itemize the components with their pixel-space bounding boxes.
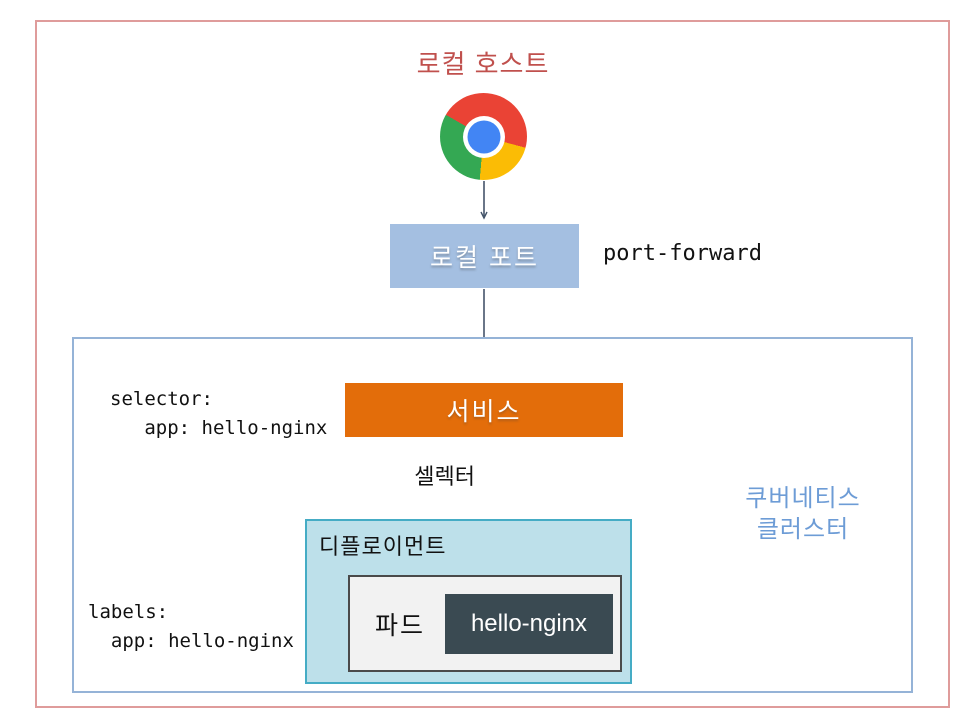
port-forward-label: port-forward <box>603 241 762 266</box>
chrome-icon-core <box>467 120 500 153</box>
pod-label: 파드 <box>375 611 426 640</box>
container-box: hello-nginx <box>445 594 613 654</box>
pod-box: 파드 hello-nginx <box>348 575 622 672</box>
selector-arrow-label: 셀렉터 <box>414 464 475 489</box>
service-box: 서비스 <box>345 383 623 437</box>
deployment-label: 디플로이먼트 <box>319 534 447 559</box>
kubernetes-cluster-label: 쿠버네티스 클러스터 <box>745 485 861 543</box>
outer-frame <box>35 20 950 708</box>
chrome-browser-icon <box>440 93 527 180</box>
page-title: 로컬 호스트 <box>416 49 550 79</box>
deployment-labels-annotation: labels: app: hello-nginx <box>88 601 294 652</box>
deployment-box: 디플로이먼트 파드 hello-nginx <box>305 519 632 684</box>
service-selector-annotation: selector: app: hello-nginx <box>110 388 328 439</box>
local-port-box: 로컬 포트 <box>390 224 579 288</box>
